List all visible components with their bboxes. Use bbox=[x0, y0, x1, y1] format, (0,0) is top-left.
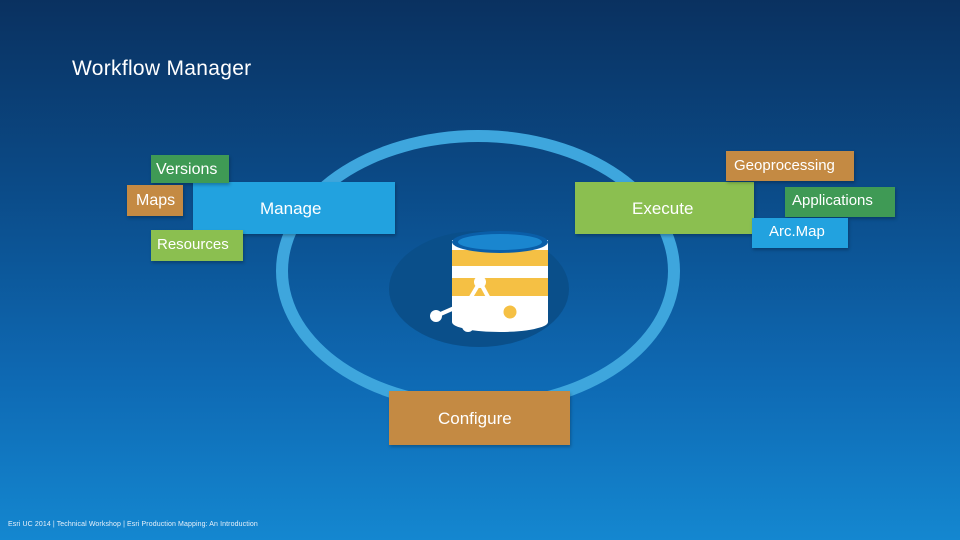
resources-label: Resources bbox=[151, 230, 243, 261]
slide-title: Workflow Manager bbox=[72, 57, 252, 80]
versions-label: Versions bbox=[151, 155, 229, 183]
execute-box: Execute bbox=[575, 182, 754, 234]
geoprocessing-label: Geoprocessing bbox=[726, 151, 854, 181]
manage-box: Manage bbox=[193, 182, 395, 234]
applications-label: Applications bbox=[785, 187, 895, 217]
configure-box: Configure bbox=[389, 391, 570, 445]
database-workflow-icon bbox=[388, 230, 570, 348]
arcmap-label: Arc.Map bbox=[752, 218, 848, 248]
maps-label: Maps bbox=[127, 185, 183, 216]
slide-footer: Esri UC 2014 | Technical Workshop | Esri… bbox=[8, 521, 258, 528]
